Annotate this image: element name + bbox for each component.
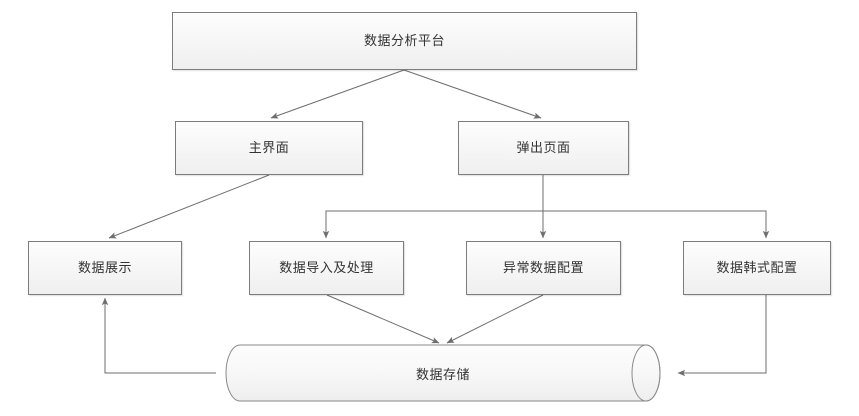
edge-popup-page-to-data-import bbox=[322, 175, 544, 239]
node-format-config-label: 数据韩式配置 bbox=[716, 260, 798, 276]
node-main-ui-label: 主界面 bbox=[248, 140, 290, 156]
node-platform[interactable]: 数据分析平台 bbox=[172, 12, 637, 70]
edge-format-cfg-to-data-storage bbox=[677, 295, 767, 377]
node-platform-label: 数据分析平台 bbox=[363, 33, 445, 49]
node-main-ui[interactable]: 主界面 bbox=[175, 121, 363, 175]
node-popup-page[interactable]: 弹出页面 bbox=[458, 121, 629, 175]
edge-main-ui-to-data-display bbox=[108, 174, 270, 239]
edge-platform-to-popup-page bbox=[403, 69, 542, 119]
node-popup-page-label: 弹出页面 bbox=[516, 140, 571, 156]
edge-data-import-to-data-storage bbox=[326, 294, 440, 344]
node-data-import-label: 数据导入及处理 bbox=[279, 260, 374, 276]
node-data-storage-label: 数据存储 bbox=[415, 367, 470, 383]
node-data-display[interactable]: 数据展示 bbox=[28, 241, 182, 295]
node-anomaly-config[interactable]: 异常数据配置 bbox=[466, 241, 621, 295]
edge-platform-to-main-ui bbox=[270, 69, 405, 119]
edge-data-storage-to-data-display bbox=[101, 297, 216, 374]
edge-anomaly-cfg-to-data-storage bbox=[446, 294, 544, 344]
node-data-import[interactable]: 数据导入及处理 bbox=[249, 241, 404, 295]
node-anomaly-config-label: 异常数据配置 bbox=[502, 260, 584, 276]
node-format-config[interactable]: 数据韩式配置 bbox=[683, 241, 831, 295]
node-data-display-label: 数据展示 bbox=[77, 260, 132, 276]
data-storage-cylinder-shape bbox=[225, 344, 661, 402]
edge-popup-page-to-format-cfg bbox=[542, 175, 770, 239]
node-data-storage[interactable]: 数据存储 bbox=[212, 345, 674, 401]
